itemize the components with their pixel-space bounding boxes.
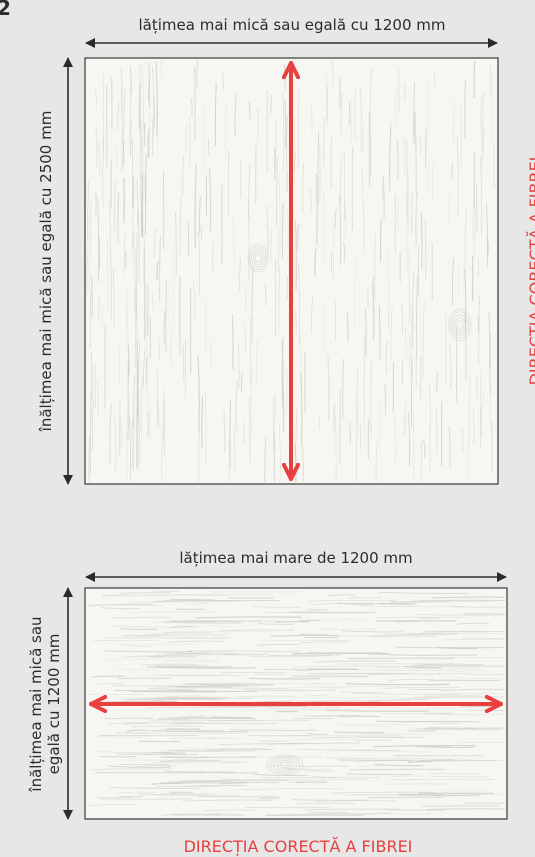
panel-bottom: lățimea mai mare de 1200 mm înălțimea ma… <box>27 549 508 856</box>
top-grain-direction-label: DIRECȚIA CORECTĂ A FIBREI <box>526 157 535 386</box>
panel-top: lățimea mai mică sau egală cu 1200 mm în… <box>37 16 535 485</box>
top-width-label: lățimea mai mică sau egală cu 1200 mm <box>139 16 446 34</box>
bottom-wood-grain-texture <box>88 590 506 816</box>
figure-number: 2 <box>0 0 11 20</box>
bottom-width-label: lățimea mai mare de 1200 mm <box>179 549 412 567</box>
bottom-grain-direction-label: DIRECȚIA CORECTĂ A FIBREI <box>184 837 413 856</box>
bottom-height-label-line1: înălțimea mai mică sau <box>27 616 45 792</box>
bottom-height-label-line2: egală cu 1200 mm <box>45 634 63 775</box>
top-height-label: înălțimea mai mică sau egală cu 2500 mm <box>37 111 55 433</box>
